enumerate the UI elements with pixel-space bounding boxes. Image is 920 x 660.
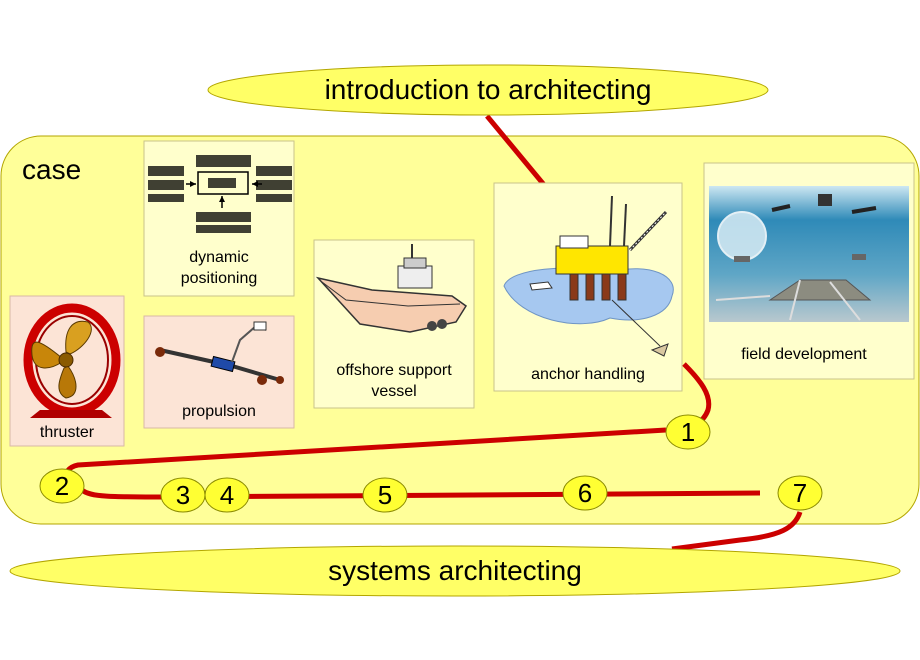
step-2-marker — [39, 468, 85, 504]
propulsion-shaft-icon — [155, 321, 284, 385]
step-7-label: 7 — [792, 478, 808, 508]
step-3-label: 3 — [175, 480, 191, 510]
step-6-marker — [562, 475, 608, 511]
step-4-marker — [204, 477, 250, 513]
step-6-label: 6 — [577, 478, 593, 508]
offshore-vessel-icon — [315, 244, 468, 333]
step-7-marker — [777, 475, 823, 511]
block-diagram-icon — [148, 155, 292, 233]
step-4-label: 4 — [219, 480, 235, 510]
footer-oval — [9, 545, 901, 597]
offshore-support-vessel-label: offshore support vessel — [336, 362, 452, 400]
intro-oval — [207, 64, 769, 116]
step-2-label: 2 — [54, 471, 70, 501]
dynamic-positioning-label: dynamic positioning — [180, 249, 258, 287]
step-1-label: 1 — [680, 417, 696, 447]
footer-title: systems architecting — [328, 555, 582, 586]
step-1-marker — [665, 414, 711, 450]
intro-title: introduction to architecting — [324, 74, 652, 105]
thruster-label: thruster — [39, 424, 95, 441]
step-5-marker — [362, 477, 408, 513]
step-markers — [39, 414, 823, 513]
path-intro-to-anchor — [485, 114, 547, 188]
step-5-label: 5 — [377, 480, 393, 510]
propulsion-label: propulsion — [182, 403, 256, 420]
anchor-handling-label: anchor handling — [531, 366, 645, 383]
field-development-icon — [709, 186, 909, 322]
thruster-icon — [23, 303, 121, 418]
path-step7-to-footer — [671, 511, 803, 552]
field-development-label: field development — [741, 346, 867, 363]
case-label: case — [22, 154, 82, 185]
anchor-handling-icon — [503, 195, 674, 357]
tile-propulsion — [143, 315, 295, 429]
